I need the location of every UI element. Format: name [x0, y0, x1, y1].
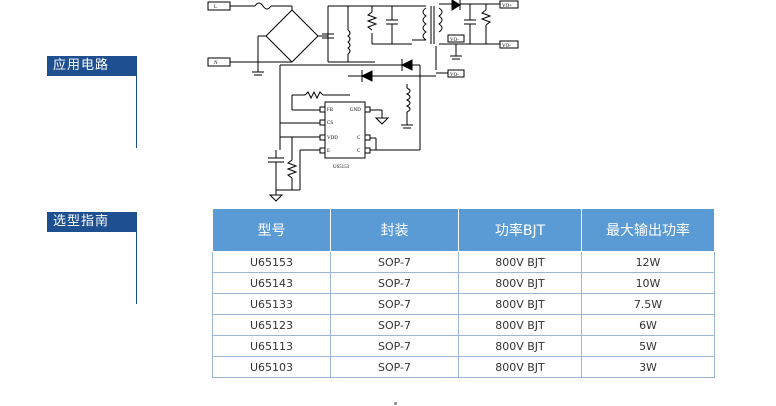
cell-model: U65153: [212, 251, 331, 273]
svg-text:VO-: VO-: [450, 73, 459, 78]
header-model: 型号: [212, 208, 331, 252]
table-header-row: 型号 封装 功率BJT 最大输出功率: [212, 208, 715, 252]
svg-text:GND: GND: [350, 108, 361, 113]
section-tag-selection: 选型指南: [47, 212, 136, 232]
cell-power: 7.5W: [581, 293, 715, 315]
cell-model: U65123: [212, 314, 331, 336]
svg-text:E: E: [327, 149, 330, 154]
transformer-secondary-icon: [438, 7, 443, 33]
cell-bjt: 800V BJT: [458, 335, 582, 357]
aux-winding-icon: [405, 87, 411, 113]
inductor-icon: [347, 29, 351, 55]
svg-text:VO-: VO-: [502, 44, 511, 49]
cell-package: SOP-7: [330, 272, 459, 294]
input-terminal-n: [207, 57, 231, 67]
application-circuit-diagram: L N VO+ VO- VO- VO- FB CS VDD E GND C C …: [207, 0, 519, 202]
cell-model: U65133: [212, 293, 331, 315]
svg-text:L: L: [214, 5, 217, 10]
bridge-rectifier-icon: [265, 9, 319, 63]
svg-text:CS: CS: [327, 121, 333, 126]
aux-diode-icon: [360, 70, 373, 82]
table-row: U65113 SOP-7 800V BJT 5W: [212, 335, 715, 357]
ground-icon: [268, 194, 284, 202]
svg-text:VO-: VO-: [450, 38, 459, 43]
table-row: U65103 SOP-7 800V BJT 3W: [212, 356, 715, 378]
cell-package: SOP-7: [330, 293, 459, 315]
selection-guide-table: 型号 封装 功率BJT 最大输出功率 U65153 SOP-7 800V BJT…: [212, 208, 715, 378]
header-max-output: 最大输出功率: [581, 208, 715, 252]
cell-model: U65143: [212, 272, 331, 294]
header-package: 封装: [330, 208, 459, 252]
section-tag-application: 应用电路: [47, 56, 136, 76]
cell-bjt: 800V BJT: [458, 251, 582, 273]
cell-power: 5W: [581, 335, 715, 357]
cell-power: 3W: [581, 356, 715, 378]
cell-power: 10W: [581, 272, 715, 294]
cell-power: 12W: [581, 251, 715, 273]
side-terminal-vo: [447, 34, 465, 43]
cell-package: SOP-7: [330, 356, 459, 378]
transformer-primary-icon: [422, 7, 427, 41]
cell-bjt: 800V BJT: [458, 272, 582, 294]
svg-text:VDD: VDD: [327, 136, 338, 141]
resistor-icon: [366, 11, 378, 31]
table-row: U65133 SOP-7 800V BJT 7.5W: [212, 293, 715, 315]
svg-text:VO+: VO+: [502, 4, 512, 9]
cell-package: SOP-7: [330, 314, 459, 336]
cell-package: SOP-7: [330, 335, 459, 357]
page-dot: [394, 402, 397, 405]
cell-bjt: 800V BJT: [458, 356, 582, 378]
svg-text:U65153: U65153: [333, 165, 350, 170]
section-divider-selection: [136, 212, 137, 304]
section-divider-application: [136, 56, 137, 148]
cell-model: U65103: [212, 356, 331, 378]
table-row: U65153 SOP-7 800V BJT 12W: [212, 251, 715, 273]
svg-text:FB: FB: [327, 108, 334, 113]
controller-chip: [324, 101, 366, 159]
cell-bjt: 800V BJT: [458, 314, 582, 336]
output-terminal-vo-minus: [499, 40, 519, 49]
table-row: U65143 SOP-7 800V BJT 10W: [212, 272, 715, 294]
header-power-bjt: 功率BJT: [458, 208, 582, 252]
input-terminal-l: [207, 1, 231, 11]
cell-power: 6W: [581, 314, 715, 336]
table-row: U65123 SOP-7 800V BJT 6W: [212, 314, 715, 336]
cell-package: SOP-7: [330, 251, 459, 273]
output-diode-icon: [451, 0, 461, 11]
feedback-resistor-icon: [304, 90, 324, 100]
sense-resistor-icon: [286, 159, 298, 179]
cell-bjt: 800V BJT: [458, 293, 582, 315]
svg-text:N: N: [214, 61, 218, 66]
fuse-icon: [254, 2, 272, 10]
cell-model: U65113: [212, 335, 331, 357]
output-terminal-vo-plus: [499, 0, 519, 9]
svg-text:C: C: [357, 136, 361, 141]
svg-text:C: C: [357, 149, 361, 154]
clamp-diode-icon: [400, 59, 413, 71]
